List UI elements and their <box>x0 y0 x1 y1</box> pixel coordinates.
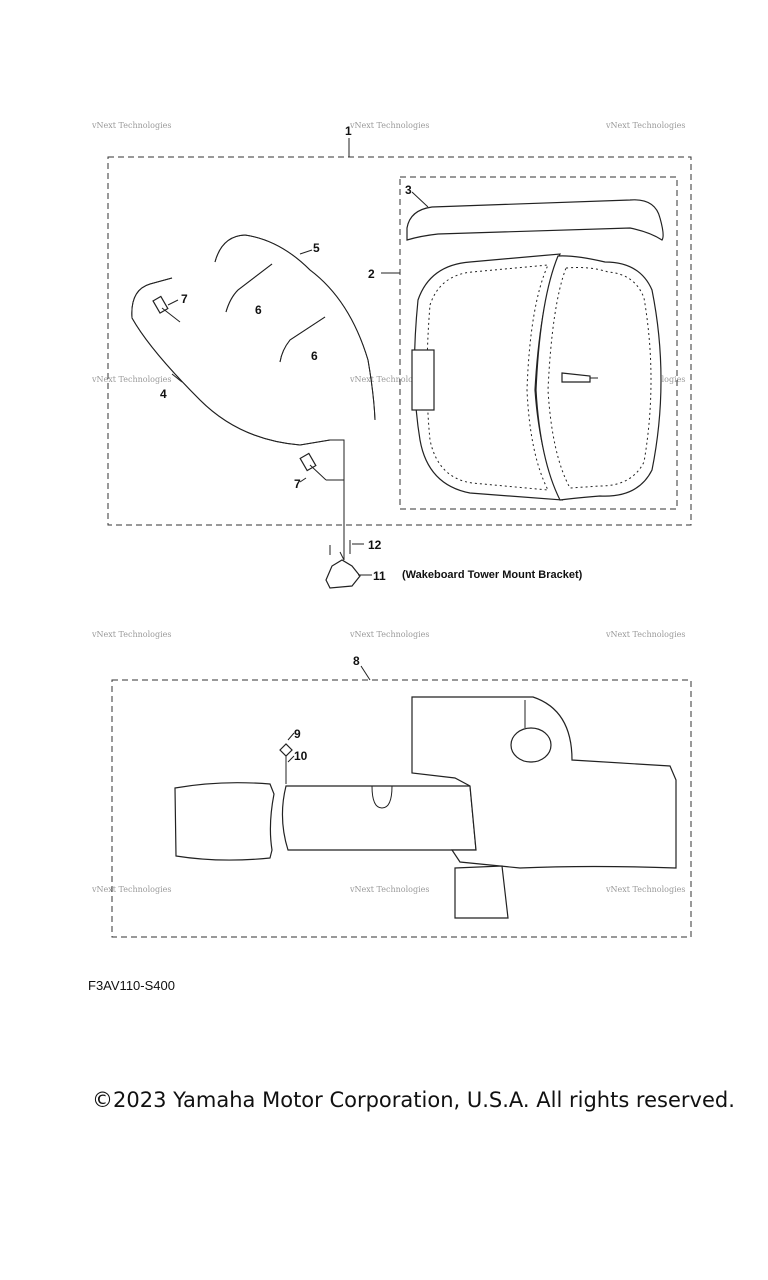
watermark: vNext Technologies <box>605 121 685 130</box>
top-cover-strip <box>406 191 664 241</box>
callout-9: 9 <box>294 727 301 741</box>
watermark: vNext Technologies <box>91 375 171 384</box>
watermark: vNext Technologies <box>91 885 171 894</box>
mat-set <box>174 696 677 919</box>
callout-5: 5 <box>313 241 320 255</box>
callout-4: 4 <box>160 387 167 401</box>
assembly-2-boundary <box>381 176 678 510</box>
canopy-top <box>411 253 662 501</box>
copyright-notice: ©2023 Yamaha Motor Corporation, U.S.A. A… <box>92 1088 735 1112</box>
clamp-7b <box>299 452 327 483</box>
bracket-note: (Wakeboard Tower Mount Bracket) <box>402 569 583 581</box>
callout-3: 3 <box>405 183 412 197</box>
callout-7a: 7 <box>181 292 188 306</box>
callout-10: 10 <box>294 749 308 763</box>
assembly-8-boundary <box>111 665 692 938</box>
frame-tube-4 <box>131 277 331 446</box>
callout-7b: 7 <box>294 477 301 491</box>
watermark: vNext Technologies <box>349 885 429 894</box>
bracket-leaders <box>326 439 345 561</box>
strut-6a <box>225 263 273 313</box>
callout-1: 1 <box>345 124 352 138</box>
callout-2: 2 <box>368 267 375 281</box>
callout-6b: 6 <box>311 349 318 363</box>
watermark: vNext Technologies <box>605 885 685 894</box>
assembly-1-boundary <box>107 138 692 526</box>
mount-bracket <box>325 540 372 589</box>
callout-6a: 6 <box>255 303 262 317</box>
clamp-7a <box>152 295 181 323</box>
watermark: vNext Technologies <box>605 630 685 639</box>
callout-11: 11 <box>373 569 386 583</box>
watermark: vNext Technologies <box>91 121 171 130</box>
callout-12: 12 <box>368 538 382 552</box>
fastener <box>279 732 295 784</box>
reference-code: F3AV110-S400 <box>88 978 175 993</box>
callout-8: 8 <box>353 654 360 668</box>
watermark: vNext Technologies <box>91 630 171 639</box>
strut-6b <box>279 316 326 363</box>
watermark: vNext Technologies <box>349 630 429 639</box>
watermark: vNext Technologies <box>349 121 429 130</box>
frame-tube-5 <box>214 234 376 421</box>
watermark: vNext Technologies <box>349 375 429 384</box>
